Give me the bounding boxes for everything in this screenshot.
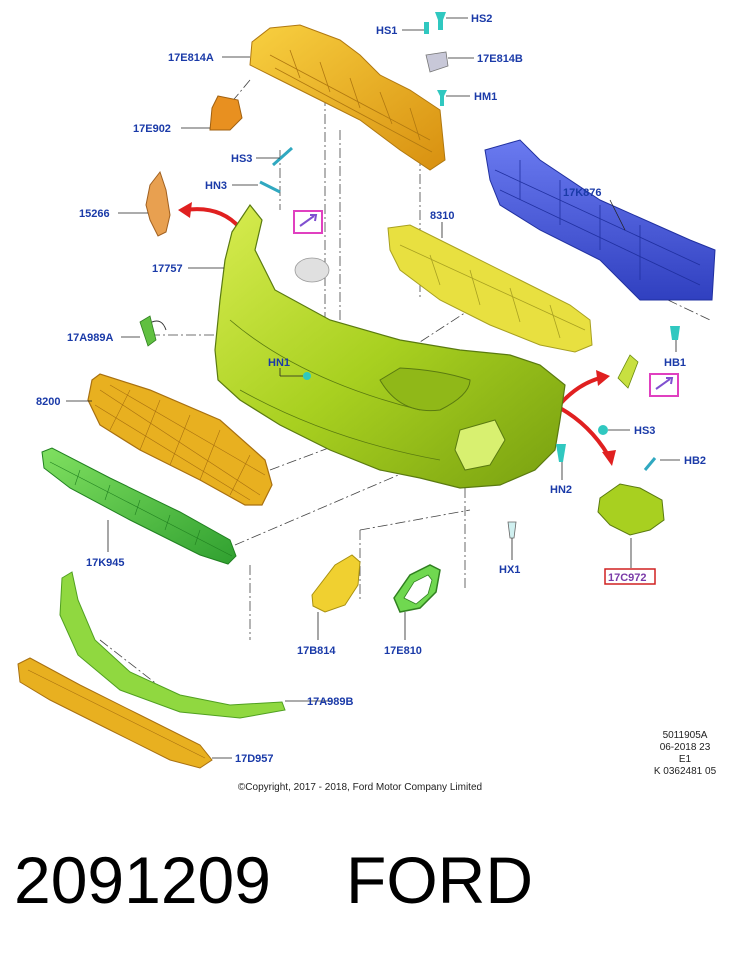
side-bracket-right xyxy=(617,354,639,389)
clip-hn1 xyxy=(303,372,311,380)
bumper-parts-diagram: HS1 HS2 17E814A 17E814B HM1 17E902 HS3 H… xyxy=(17,12,716,769)
label-17e814a: 17E814A xyxy=(168,52,214,64)
label-8200: 8200 xyxy=(36,396,60,408)
bracket-17e814b xyxy=(425,51,449,73)
doc-code-line: K 0362481 05 xyxy=(653,766,717,777)
label-17k876: 17K876 xyxy=(563,187,602,199)
label-15266: 15266 xyxy=(79,208,110,220)
red-arrow-left xyxy=(184,207,242,230)
bumper-cover-17757 xyxy=(214,203,566,489)
clip-hs3-lower xyxy=(598,425,608,435)
bracket-17e902 xyxy=(209,95,243,131)
bracket-17c972 xyxy=(597,483,665,536)
label-hs1: HS1 xyxy=(376,25,397,37)
absorber-8310 xyxy=(387,224,593,353)
label-17a989a: 17A989A xyxy=(67,332,114,344)
clip-hn2 xyxy=(556,444,566,462)
emblem-disc xyxy=(294,257,330,283)
label-17k945: 17K945 xyxy=(86,557,125,569)
clip-hx1 xyxy=(507,521,517,539)
clip-hn3 xyxy=(259,180,281,194)
label-hn1: HN1 xyxy=(268,357,290,369)
label-17b814: 17B814 xyxy=(297,645,336,657)
doc-edition-line: E1 xyxy=(678,754,692,765)
label-17e902: 17E902 xyxy=(133,123,171,135)
label-17757: 17757 xyxy=(152,263,183,275)
bracket-17a989a xyxy=(139,315,157,347)
lip-17a989b xyxy=(59,571,286,719)
clip-hs1 xyxy=(424,22,429,34)
upper-bracket-17e814a xyxy=(249,24,446,171)
label-17e814b: 17E814B xyxy=(477,53,523,65)
label-hn2: HN2 xyxy=(550,484,572,496)
label-17e810: 17E810 xyxy=(384,645,422,657)
doc-date-line: 06-2018 23 xyxy=(659,742,711,753)
label-8310: 8310 xyxy=(430,210,454,222)
clip-hm1 xyxy=(437,90,447,106)
doc-ref-line: 5011905A xyxy=(662,730,708,741)
label-17d957: 17D957 xyxy=(235,753,274,765)
label-17a989b: 17A989B xyxy=(307,696,354,708)
highlight-box-17c972 xyxy=(604,568,656,585)
lower-grille-17k945 xyxy=(41,447,237,565)
fog-cover-17b814 xyxy=(311,554,361,613)
clip-hs3-upper xyxy=(271,146,294,167)
document-reference: 5011905A 06-2018 23 E1 K 0362481 05 xyxy=(640,730,730,778)
label-hs3-upper: HS3 xyxy=(231,153,252,165)
label-hb1: HB1 xyxy=(664,357,686,369)
callout-lines xyxy=(66,17,680,759)
red-arrow-right-lower xyxy=(559,406,610,457)
clip-hs2 xyxy=(435,12,446,30)
label-hn3: HN3 xyxy=(205,180,227,192)
part-number: 2091209 xyxy=(14,843,271,917)
label-hx1: HX1 xyxy=(499,564,520,576)
highlight-box-right xyxy=(649,373,679,397)
bracket-15266 xyxy=(145,170,171,237)
label-hs3-lower: HS3 xyxy=(634,425,655,437)
label-hm1: HM1 xyxy=(474,91,497,103)
label-17c972: 17C972 xyxy=(608,572,647,584)
clip-hb1 xyxy=(670,326,680,340)
brand-name: FORD xyxy=(346,843,533,917)
label-hb2: HB2 xyxy=(684,455,706,467)
clip-hb2 xyxy=(643,457,657,471)
highlight-box-upper xyxy=(293,210,323,234)
label-hs2: HS2 xyxy=(471,13,492,25)
footer-caption: 2091209 FORD xyxy=(14,838,734,928)
copyright-notice: ©Copyright, 2017 - 2018, Ford Motor Comp… xyxy=(237,782,483,793)
